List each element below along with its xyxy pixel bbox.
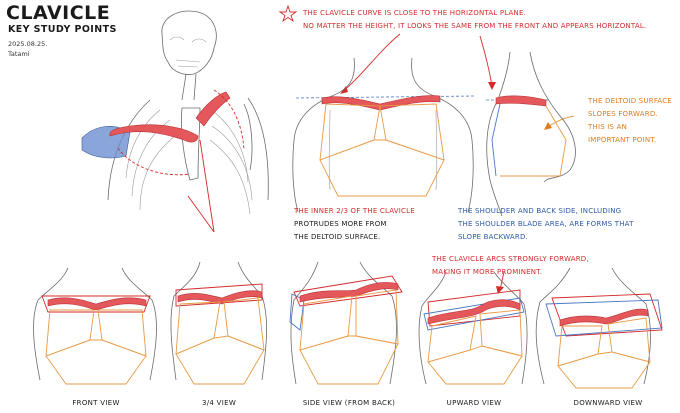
caption-front-view: FRONT VIEW	[72, 399, 120, 407]
side-view-illustration	[289, 261, 403, 385]
caption-side-view: SIDE VIEW (FROM BACK)	[302, 399, 396, 407]
note-arc-line2: MAKING IT MORE PROMINENT.	[432, 268, 543, 276]
front-view-illustration	[33, 267, 157, 385]
note-clavicle-horizontal-line1: THE CLAVICLE CURVE IS CLOSE TO THE HORIZ…	[303, 9, 527, 17]
pointer-arrow	[479, 35, 493, 87]
note-inner-clavicle-line1: THE INNER 2/3 OF THE CLAVICLE	[294, 207, 415, 215]
upward-view-illustration	[418, 271, 528, 385]
note-shoulder-line1: THE SHOULDER AND BACK SIDE, INCLUDING	[458, 207, 622, 215]
skeleton-illustration	[81, 10, 269, 233]
star-icon	[278, 4, 298, 23]
author-label: Tatami	[8, 50, 30, 58]
date-label: 2025.08.25.	[8, 40, 48, 48]
front-torso-illustration	[292, 57, 475, 213]
note-deltoid-line1: THE DELTOID SURFACE	[588, 97, 672, 105]
three-quarter-view-illustration	[170, 261, 268, 385]
note-arc-line1: THE CLAVICLE ARCS STRONGLY FORWARD,	[432, 255, 589, 263]
page-subtitle: KEY STUDY POINTS	[8, 24, 117, 35]
note-inner-clavicle-line3: THE DELTOID SURFACE.	[294, 233, 381, 241]
pointer-arrow	[341, 33, 401, 93]
page-title: CLAVICLE	[6, 2, 111, 24]
note-deltoid-line4: IMPORTANT POINT.	[588, 136, 657, 144]
note-shoulder-line2: THE SHOULDER BLADE AREA, ARE FORMS THAT	[458, 220, 634, 228]
note-deltoid-line2: SLOPES FORWARD.	[588, 110, 658, 118]
caption-upward-view: UPWARD VIEW	[446, 399, 502, 407]
note-clavicle-horizontal-line2: NO MATTER THE HEIGHT, IT LOOKS THE SAME …	[303, 22, 647, 30]
caption-three-quarter-view: 3/4 VIEW	[201, 399, 237, 407]
side-torso-illustration	[486, 51, 576, 217]
downward-view-illustration	[535, 267, 663, 389]
note-inner-clavicle-line2: PROTRUDES MORE FROM	[294, 220, 387, 228]
caption-downward-view: DOWNWARD VIEW	[573, 399, 643, 407]
note-deltoid-line3: THIS IS AN	[588, 123, 628, 131]
note-shoulder-line3: SLOPE BACKWARD.	[458, 233, 528, 241]
